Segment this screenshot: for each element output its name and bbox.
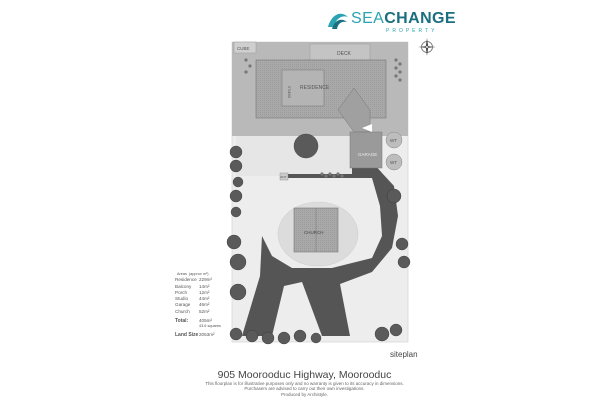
property-address: 905 Moorooduc Highway, Moorooduc — [217, 369, 392, 381]
disclaimer-line: Produced by Archistyle. — [280, 391, 329, 397]
garage — [349, 131, 383, 169]
garage-label: GARAGE — [358, 152, 377, 157]
water-tank-2-label: WT — [390, 160, 397, 165]
church-label: CHURCH — [304, 230, 324, 235]
deck-label: DECK — [337, 51, 352, 57]
entry-box — [279, 172, 289, 181]
total-area: Total:405m² — [175, 318, 213, 325]
logo-wordmark: SEACHANGE — [351, 10, 456, 27]
water-tank-2 — [385, 153, 403, 171]
garden-shrubs — [244, 58, 402, 178]
compass-rose-icon — [418, 38, 436, 56]
shed-label: CUBE — [237, 46, 250, 51]
studio-label: STUDIO — [287, 86, 291, 99]
seachange-logo: SEACHANGE PROPERTY — [326, 6, 456, 36]
disclaimer-line: Purchasers are advised to carry out thei… — [244, 386, 365, 392]
water-tank-1 — [385, 131, 403, 149]
siteplan-caption: siteplan — [390, 350, 418, 359]
disclaimer: This floorplan is for illustrative purpo… — [0, 381, 609, 397]
trees — [226, 133, 411, 345]
entry-label: ENT — [281, 175, 287, 179]
total-area-note: 43.6 squares — [199, 324, 221, 329]
residence-core — [281, 69, 325, 107]
driveway — [242, 162, 398, 336]
residence-label: RESIDENCE — [300, 85, 330, 91]
shed — [233, 41, 257, 54]
entry-arrow-icon — [362, 124, 372, 132]
water-tank-1-label: WT — [390, 138, 397, 143]
wave-logo-icon — [328, 13, 348, 29]
areas-title: Areas(approx m²) — [177, 272, 209, 276]
logo-tagline: PROPERTY — [386, 28, 438, 34]
disclaimer-line: This floorplan is for illustrative purpo… — [205, 381, 404, 386]
site-plan-drawing: CUBE DECK RESIDENCE STUDIO GARAGE WT WT … — [226, 41, 411, 345]
